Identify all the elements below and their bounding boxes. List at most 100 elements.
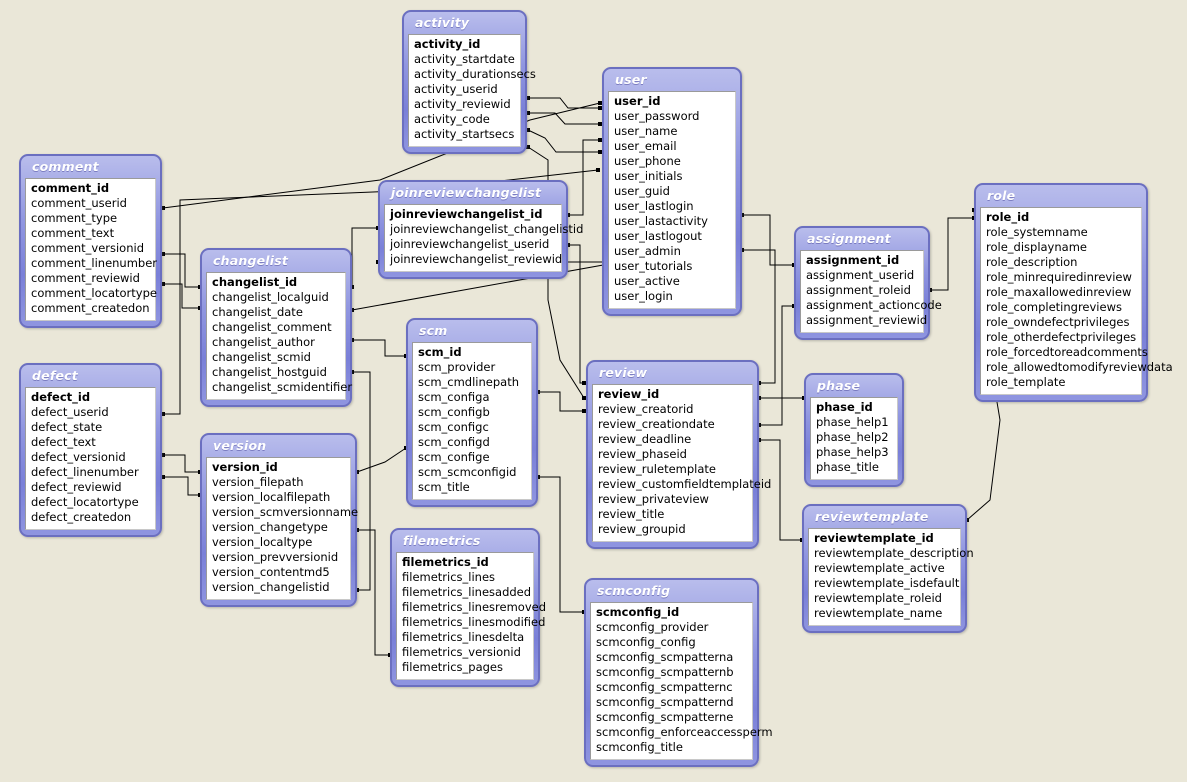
entity-title-user: user [615,72,647,87]
field: changelist_comment [212,320,332,334]
field: defect_userid [31,405,109,419]
field: scm_scmconfigid [418,465,517,479]
field: role_maxallowedinreview [986,285,1132,299]
field: review_creationdate [598,417,715,431]
field: version_scmversionname [212,505,359,519]
relationship-link-assignment-to-role [930,217,974,291]
field: scmconfig_scmpatterne [596,710,734,724]
field: changelist_hostguid [212,365,327,379]
field: scm_configb [418,405,490,419]
field: comment_type [31,211,118,225]
field: scm_title [418,480,470,494]
field: phase_help2 [816,430,889,444]
field-primary-key: changelist_id [212,275,298,289]
field: review_title [598,507,665,521]
field: changelist_scmidentifier [212,380,353,394]
field: assignment_userid [806,268,915,282]
field: review_creatorid [598,402,694,416]
field: scmconfig_scmpatternb [596,665,734,679]
entity-title-changelist: changelist [213,253,289,268]
relationship-link-joinreviewchangelist-to-user [568,139,600,216]
relationship-endpoint-marker [596,168,600,172]
relationship-link-defect-to-version [163,476,200,496]
field: phase_help3 [816,445,889,459]
field-primary-key: phase_id [816,400,873,414]
field: user_tutorials [614,259,693,273]
field-primary-key: activity_id [414,37,481,51]
field: changelist_localguid [212,290,329,304]
field-primary-key: joinreviewchangelist_id [390,207,543,221]
field-primary-key: reviewtemplate_id [814,531,934,545]
field: review_groupid [598,522,686,536]
field: user_lastlogout [614,229,702,243]
field: scm_confige [418,450,490,464]
field: reviewtemplate_roleid [814,591,942,605]
field: activity_startsecs [414,127,515,141]
field: changelist_author [212,335,315,349]
field: user_password [614,109,700,123]
field: defect_text [31,435,96,449]
relationship-link-review-to-assignment [759,305,794,399]
field: filemetrics_versionid [402,645,521,659]
field: scm_provider [418,360,496,374]
entity-title-review: review [599,365,648,380]
field: filemetrics_pages [402,660,504,674]
relationship-link-version-to-filemetrics [357,529,390,656]
field: user_email [614,139,677,153]
field: phase_title [816,460,879,474]
field: role_template [986,375,1066,389]
field-primary-key: review_id [598,387,660,401]
entity-title-scm: scm [419,323,448,338]
field: version_contentmd5 [212,565,330,579]
field: activity_userid [414,82,498,96]
field: comment_locatortype [31,286,157,300]
field: role_otherdefectprivileges [986,330,1137,344]
field: user_admin [614,244,681,258]
field: comment_linenumber [31,256,158,270]
relationship-link-review-to-phase [759,397,804,426]
entity-title-comment: comment [32,159,99,174]
field: assignment_roleid [806,283,911,297]
field: user_phone [614,154,681,168]
relationship-link-comment-to-version [163,283,200,309]
field-primary-key: defect_id [31,390,91,404]
field: review_ruletemplate [598,462,716,476]
relationship-link-joinreviewchangelist-to-changelist [351,227,378,287]
field: role_systemname [986,225,1088,239]
field: comment_reviewid [31,271,140,285]
field: scmconfig_enforceaccessperm [596,725,773,739]
field: scm_configc [418,420,489,434]
field: scm_configa [418,390,490,404]
field: filemetrics_linesdelta [402,630,525,644]
relationship-link-activity-to-user [528,97,600,109]
field: user_login [614,289,673,303]
field: defect_state [31,420,103,434]
field: review_phaseid [598,447,687,461]
field: comment_createdon [31,301,150,315]
field-primary-key: scmconfig_id [596,605,680,619]
field: scm_configd [418,435,490,449]
